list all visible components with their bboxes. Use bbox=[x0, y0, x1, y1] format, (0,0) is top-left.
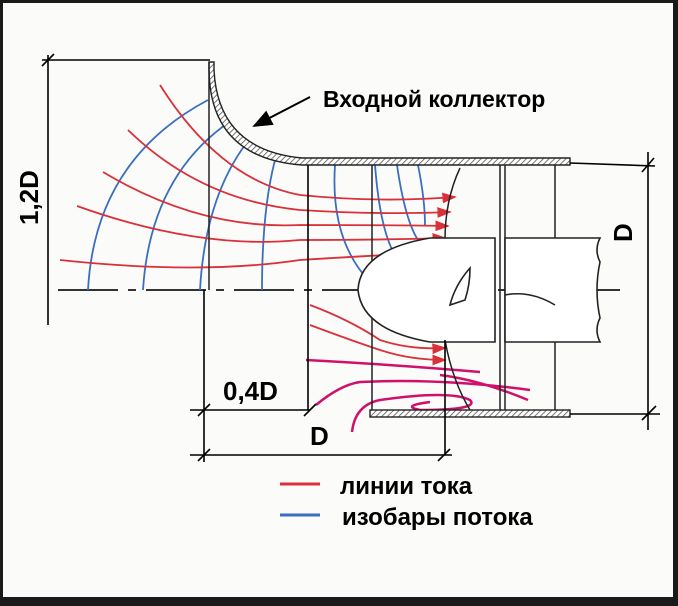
callout-arrow bbox=[252, 96, 311, 127]
dimension-0-4d: 0,4D bbox=[223, 376, 278, 406]
legend-label-streamlines: линии тока bbox=[340, 473, 473, 500]
dimension-d-right: D bbox=[608, 223, 638, 242]
duct-bottom-wall bbox=[369, 409, 571, 418]
dimension-1-2d: 1,2D bbox=[14, 170, 44, 225]
fan-hub bbox=[357, 237, 602, 343]
streamlines bbox=[59, 84, 457, 366]
duct-structure bbox=[208, 62, 556, 411]
collector-label: Входной коллектор bbox=[323, 86, 545, 112]
legend: линии тока изобары потока bbox=[280, 473, 533, 531]
inlet-collector bbox=[208, 61, 571, 166]
recirculation-lines bbox=[305, 358, 531, 433]
dimension-lines bbox=[41, 53, 660, 462]
legend-label-isobars: изобары потока bbox=[342, 504, 533, 531]
dimension-d-bottom: D bbox=[310, 421, 329, 451]
